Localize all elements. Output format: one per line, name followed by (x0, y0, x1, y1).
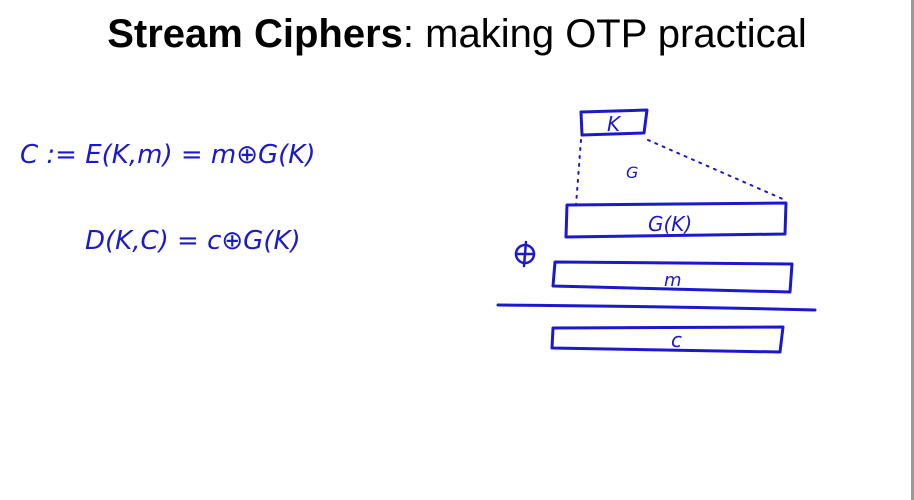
slide-edge (911, 0, 914, 500)
keystream-label: G(K) (648, 212, 692, 236)
decrypt-equation: D(K,C) = c⊕G(K) (85, 226, 301, 256)
encrypt-equation: C := E(K,m) = m⊕G(K) (20, 140, 316, 170)
message-label: m (664, 270, 682, 291)
ciphertext-box (550, 325, 785, 354)
generator-left-dotted-line (575, 139, 582, 206)
generator-label: G (626, 163, 638, 182)
xor-symbol-icon (514, 240, 536, 268)
title-rest: : making OTP practical (402, 12, 807, 56)
key-box (579, 108, 649, 137)
keystream-box (564, 201, 788, 239)
message-box (551, 260, 794, 294)
title-bold: Stream Ciphers (107, 12, 403, 56)
ciphertext-label: c (671, 328, 682, 352)
key-label: K (607, 112, 622, 136)
slide-title: Stream Ciphers: making OTP practical (0, 12, 914, 57)
generator-right-dotted-line (647, 139, 786, 201)
sum-line (496, 303, 817, 312)
